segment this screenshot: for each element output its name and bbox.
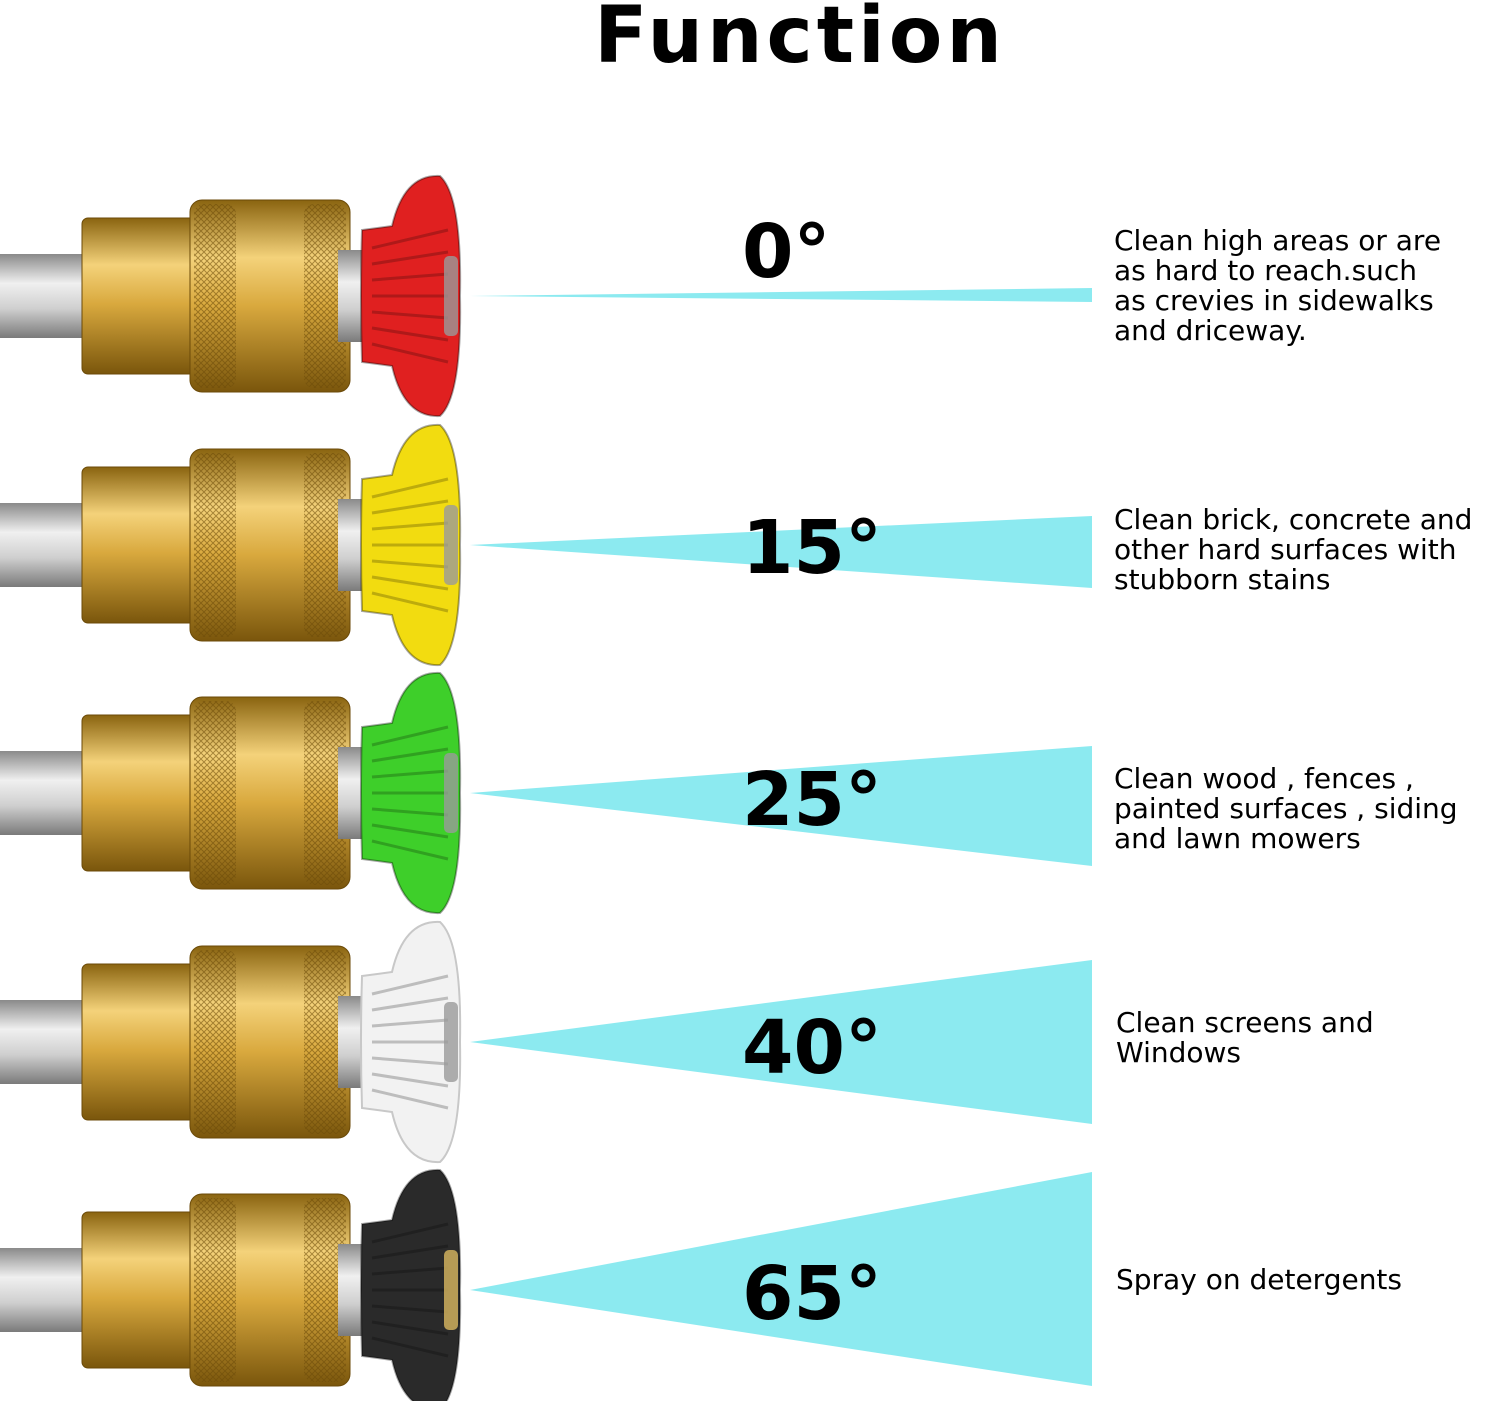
description-40: Clean screens and Windows — [1116, 1006, 1374, 1069]
steel-wand-3 — [0, 1000, 90, 1084]
angle-label-40: 40° — [742, 1005, 882, 1091]
brass-hex-body-4 — [81, 1211, 203, 1369]
steel-wand-4 — [0, 1248, 90, 1332]
tip-rib-3-6 — [371, 1088, 449, 1110]
knurl-right-3 — [304, 950, 346, 1134]
knurl-right-2 — [304, 701, 346, 885]
steel-wand-1 — [0, 503, 90, 587]
tip-rib-3-5 — [371, 1072, 449, 1088]
nozzle-tip-yellow-tip — [360, 423, 462, 667]
nozzle-tip-red-tip — [360, 174, 462, 418]
tip-rib-1-5 — [371, 575, 449, 591]
spray-cone-2 — [470, 746, 1092, 866]
knurl-right-4 — [304, 1198, 346, 1382]
angle-label-0: 0° — [742, 209, 831, 295]
brass-hex-body-3 — [81, 963, 203, 1121]
brass-hex-body-1 — [81, 466, 203, 624]
brass-hex-body-2 — [81, 714, 203, 872]
angle-label-15: 15° — [742, 505, 882, 591]
tip-rib-0-4 — [371, 310, 449, 320]
tip-rib-1-1 — [371, 499, 449, 515]
description-15: Clean brick, concrete and other hard sur… — [1114, 503, 1473, 596]
tip-rib-1-4 — [371, 559, 449, 569]
nozzle-tip-green-tip — [360, 671, 462, 915]
tip-rib-0-0 — [371, 228, 449, 250]
nozzle-row-3 — [0, 920, 1092, 1164]
spray-cone-3 — [470, 960, 1092, 1124]
steel-wand-2 — [0, 751, 90, 835]
tip-orifice-1 — [444, 505, 458, 585]
spray-cone-4 — [470, 1172, 1092, 1386]
knurl-left-4 — [194, 1198, 236, 1382]
nozzle-row-1 — [0, 423, 1092, 667]
nozzle-row-4 — [0, 1168, 1092, 1401]
tip-rib-2-6 — [371, 839, 449, 861]
tip-rib-3-4 — [371, 1056, 449, 1066]
tip-orifice-4 — [444, 1250, 458, 1330]
tip-rib-1-2 — [371, 521, 449, 531]
description-65: Spray on detergents — [1116, 1263, 1403, 1296]
tip-rib-2-1 — [371, 747, 449, 763]
description-0: Clean high areas or are as hard to reach… — [1114, 224, 1442, 347]
tip-rib-4-5 — [371, 1320, 449, 1336]
tip-orifice-0 — [444, 256, 458, 336]
nozzle-row-0 — [0, 174, 1092, 418]
tip-rib-0-5 — [371, 326, 449, 342]
tip-orifice-3 — [444, 1002, 458, 1082]
spray-cone-0 — [470, 288, 1092, 302]
brass-hex-body-0 — [81, 217, 203, 375]
tip-rib-1-0 — [371, 477, 449, 499]
tip-rib-2-4 — [371, 807, 449, 817]
knurl-left-1 — [194, 453, 236, 637]
tip-rib-3-0 — [371, 974, 449, 996]
tip-rib-4-6 — [371, 1336, 449, 1358]
angle-label-25: 25° — [742, 757, 882, 843]
tip-rib-3-2 — [371, 1018, 449, 1028]
steel-wand-0 — [0, 254, 90, 338]
description-25: Clean wood , fences , painted surfaces ,… — [1114, 762, 1458, 855]
tip-rib-2-5 — [371, 823, 449, 839]
tip-rib-3-1 — [371, 996, 449, 1012]
nozzle-tip-white-tip — [360, 920, 462, 1164]
tip-rib-4-1 — [371, 1244, 449, 1260]
tip-rib-2-2 — [371, 769, 449, 779]
knurl-left-0 — [194, 204, 236, 388]
tip-rib-0-2 — [371, 272, 449, 282]
nozzle-tip-black-tip — [360, 1168, 462, 1401]
tip-rib-2-0 — [371, 725, 449, 747]
tip-rib-4-4 — [371, 1304, 449, 1314]
spray-cone-1 — [470, 516, 1092, 588]
knurl-right-1 — [304, 453, 346, 637]
knurl-left-3 — [194, 950, 236, 1134]
tip-rib-4-2 — [371, 1266, 449, 1276]
tip-rib-0-1 — [371, 250, 449, 266]
tip-rib-4-0 — [371, 1222, 449, 1244]
knurl-left-2 — [194, 701, 236, 885]
nozzle-row-2 — [0, 671, 1092, 915]
tip-rib-1-6 — [371, 591, 449, 613]
knurl-right-0 — [304, 204, 346, 388]
tip-rib-0-6 — [371, 342, 449, 364]
tip-orifice-2 — [444, 753, 458, 833]
angle-label-65: 65° — [742, 1251, 882, 1337]
page-title: Function — [594, 0, 1006, 81]
